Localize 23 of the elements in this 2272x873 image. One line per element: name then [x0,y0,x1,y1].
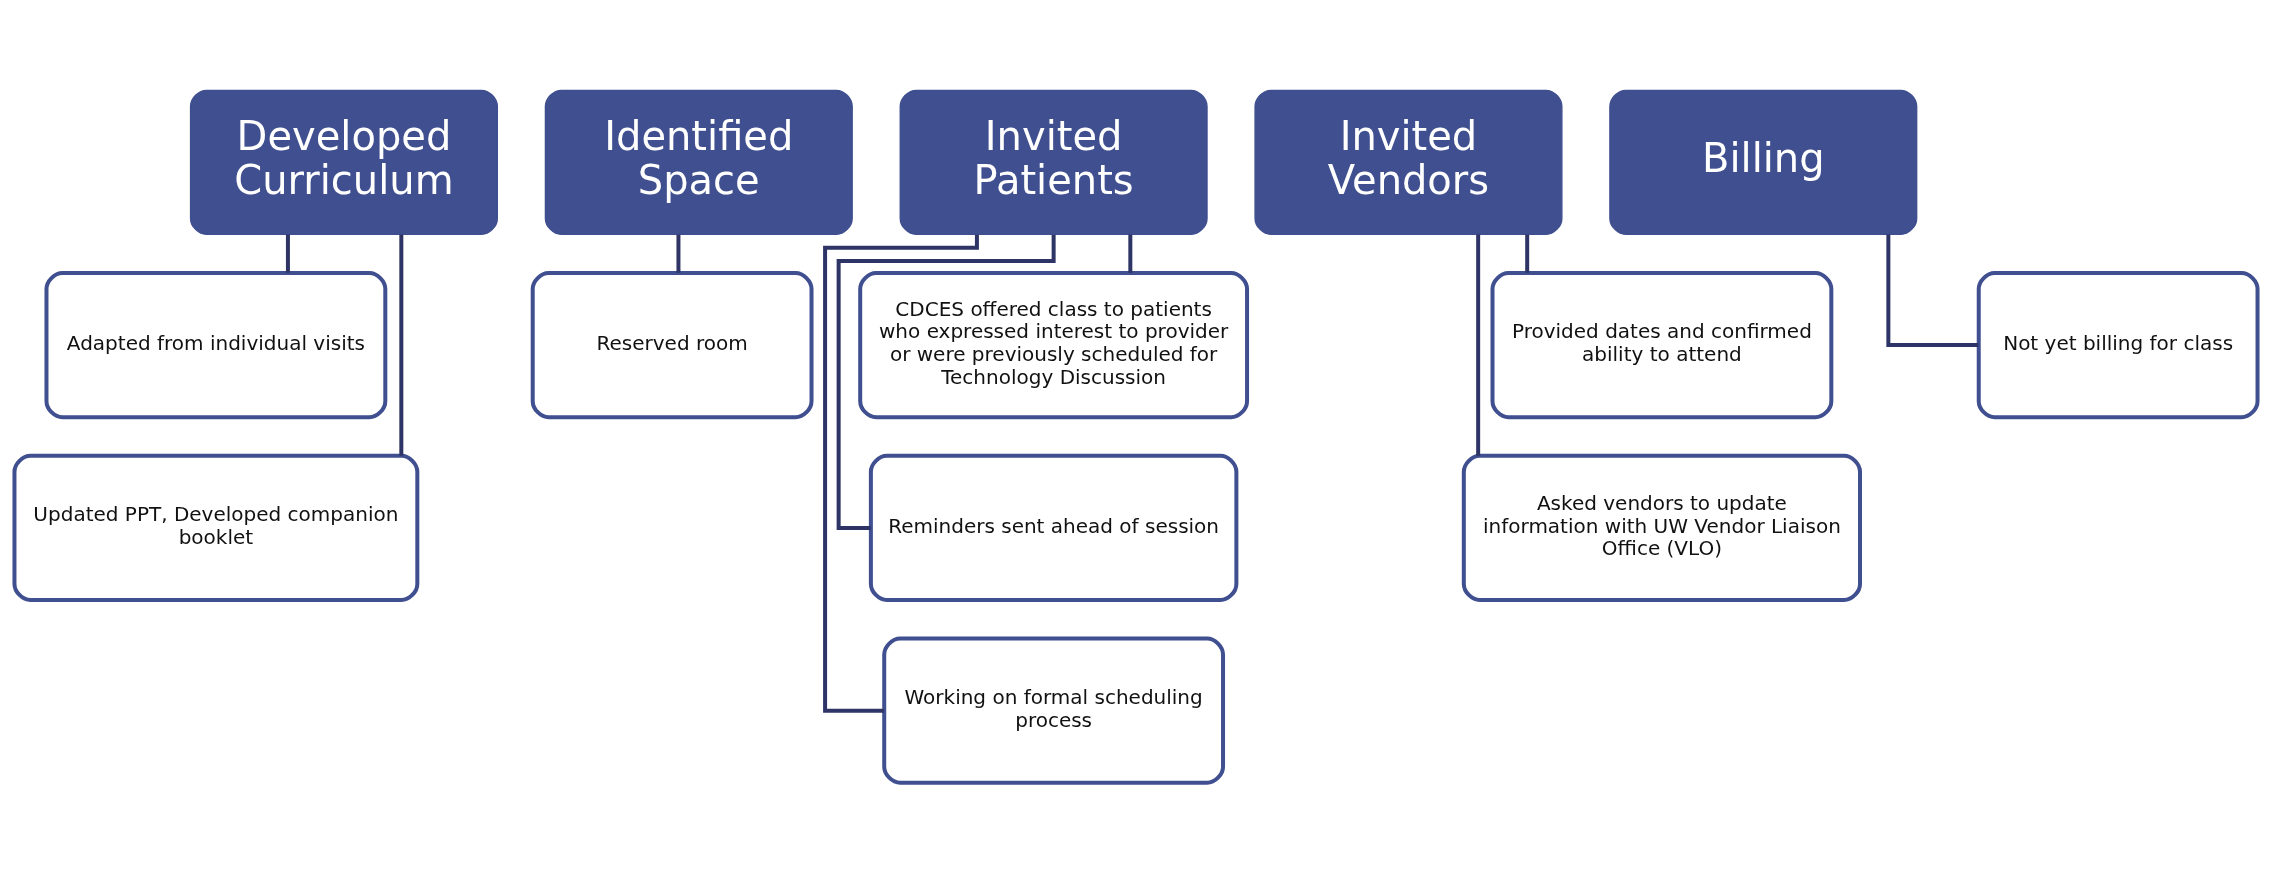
node-box: Asked vendors to update information with UW Vendor Liaison Office (VLO) [1461,453,1862,602]
node-box: Provided dates and confirmed ability to attend [1490,271,1834,420]
node-box: Developed Curriculum [189,89,499,236]
node-box: Identified Space [544,89,853,236]
node-box: Adapted from individual visits [44,271,388,420]
connector [399,234,404,456]
connector [1476,234,1481,456]
connector [1525,234,1530,273]
connector [836,234,1056,530]
connector [823,234,979,713]
node-box: Updated PPT, Developed companion booklet [12,453,420,602]
node-box: CDCES offered class to patients who expressed interest to provider or were previously scheduled for Technology Discussion [858,271,1250,420]
node-box: Billing [1609,89,1918,236]
connector [1886,234,1979,348]
connector [285,234,290,273]
connector [676,234,681,273]
node-box: Reminders sent ahead of session [868,453,1239,602]
node-box: Invited Patients [899,89,1208,236]
node-box: Reserved room [530,271,814,420]
node-box: Not yet billing for class [1976,271,2260,420]
node-box: Working on formal scheduling process [882,636,1226,785]
node-box: Invited Vendors [1254,89,1563,236]
connector [1128,234,1133,273]
